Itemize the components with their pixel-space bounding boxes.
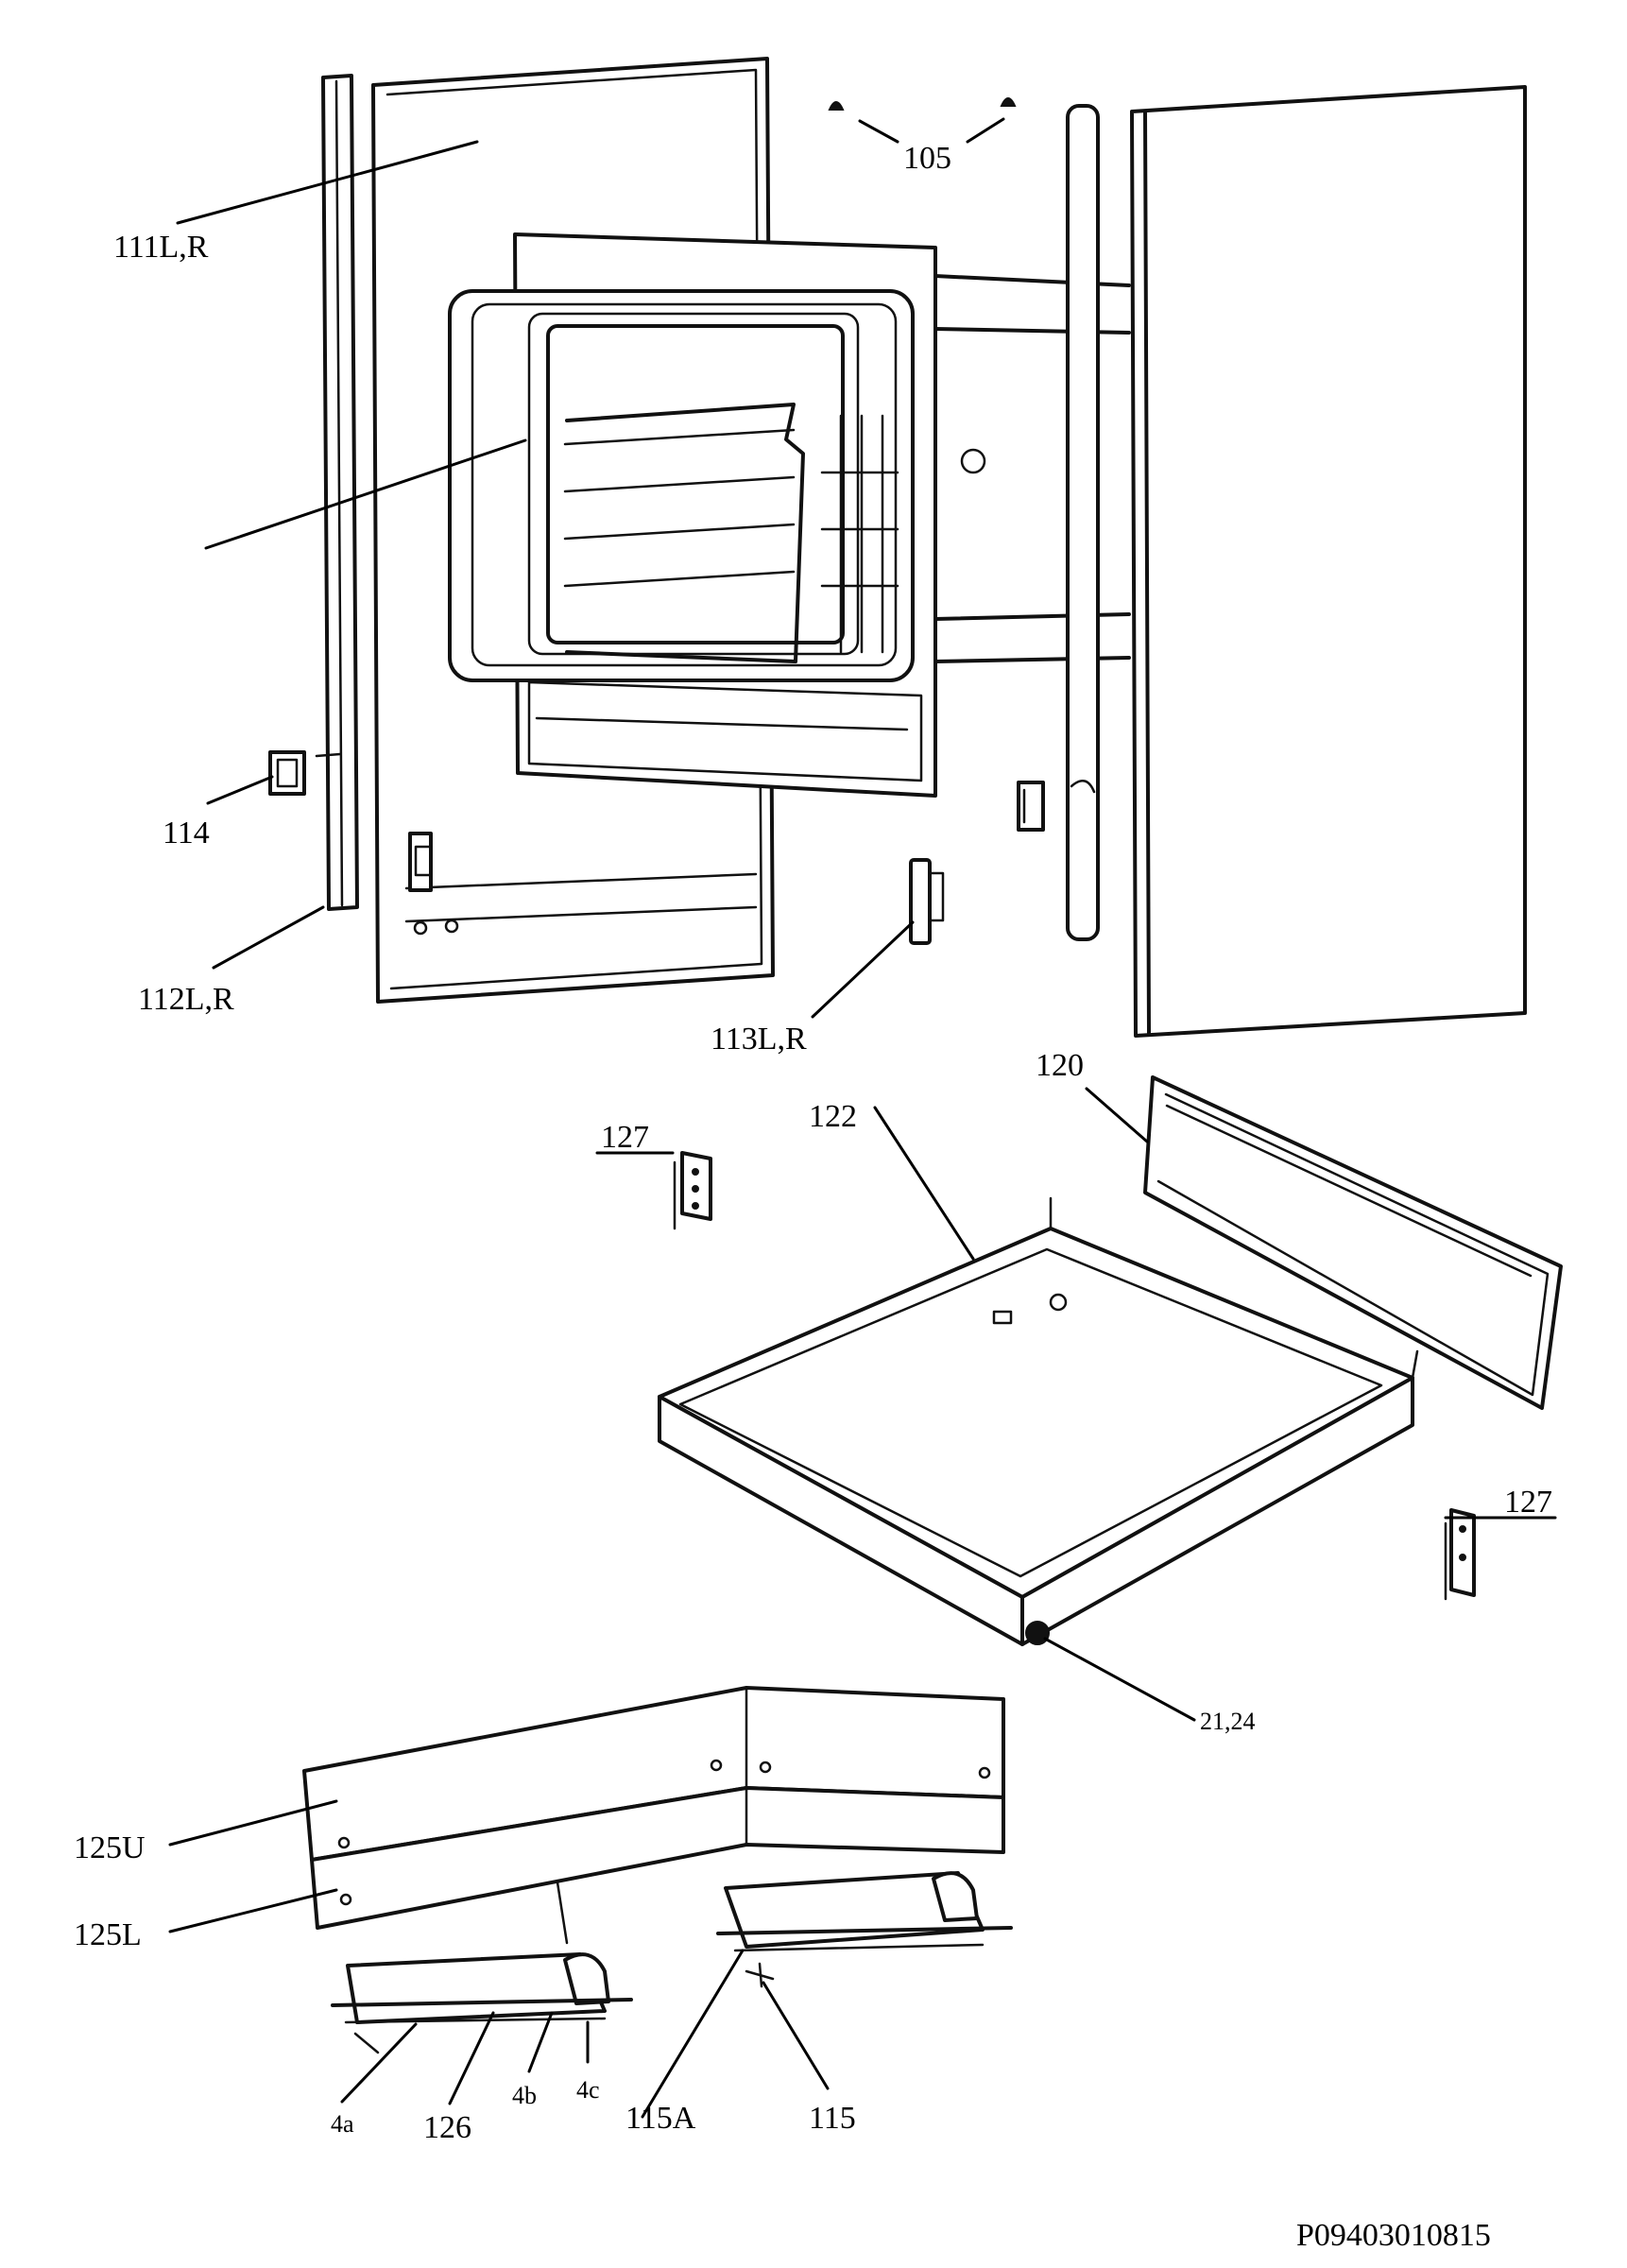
label-4a: 4a [331,2110,354,2138]
plinth-lower-125L [310,1786,1005,1945]
back-panel-120 [1143,1075,1563,1410]
hinge-left [408,832,433,892]
foot-assembly-left-126 [331,1952,633,2054]
reference-code: P09403010815 [1296,2218,1491,2253]
label-127-left: 127 [601,1120,649,1155]
base-tray-122 [658,1196,1419,1646]
label-4b: 4b [512,2082,537,2109]
label-125U: 125U [74,1830,146,1865]
label-126: 126 [423,2110,471,2145]
clip-hinge [1017,781,1045,832]
bracket-127-left [673,1151,712,1230]
knob-105-left [828,101,845,111]
screw-115 [745,1962,775,1988]
leader-lines [168,117,1557,2119]
foot-assembly-right [716,1871,1013,1952]
label-115: 115 [809,2101,856,2136]
oven-cavity [448,289,986,682]
rear-vertical-strip [1066,104,1100,941]
label-112LR: 112L,R [138,982,234,1017]
clip-114 [268,750,306,796]
bracket-127-right [1444,1508,1476,1601]
side-panel-right [1130,85,1527,1038]
label-4c: 4c [576,2076,600,2104]
bracket-113 [909,858,945,945]
label-21-24: 21,24 [1200,1708,1256,1735]
label-125L: 125L [74,1917,142,1952]
label-115A: 115A [625,2101,696,2136]
label-113LR: 113L,R [711,1022,807,1057]
label-127-right: 127 [1504,1485,1552,1520]
label-114: 114 [163,816,210,850]
label-111LR: 111L,R [113,230,209,265]
knob-105-right [1000,97,1017,107]
vertical-trim-strip [315,74,359,911]
label-122: 122 [809,1099,857,1134]
label-120: 120 [1036,1048,1084,1083]
label-105: 105 [903,141,951,176]
